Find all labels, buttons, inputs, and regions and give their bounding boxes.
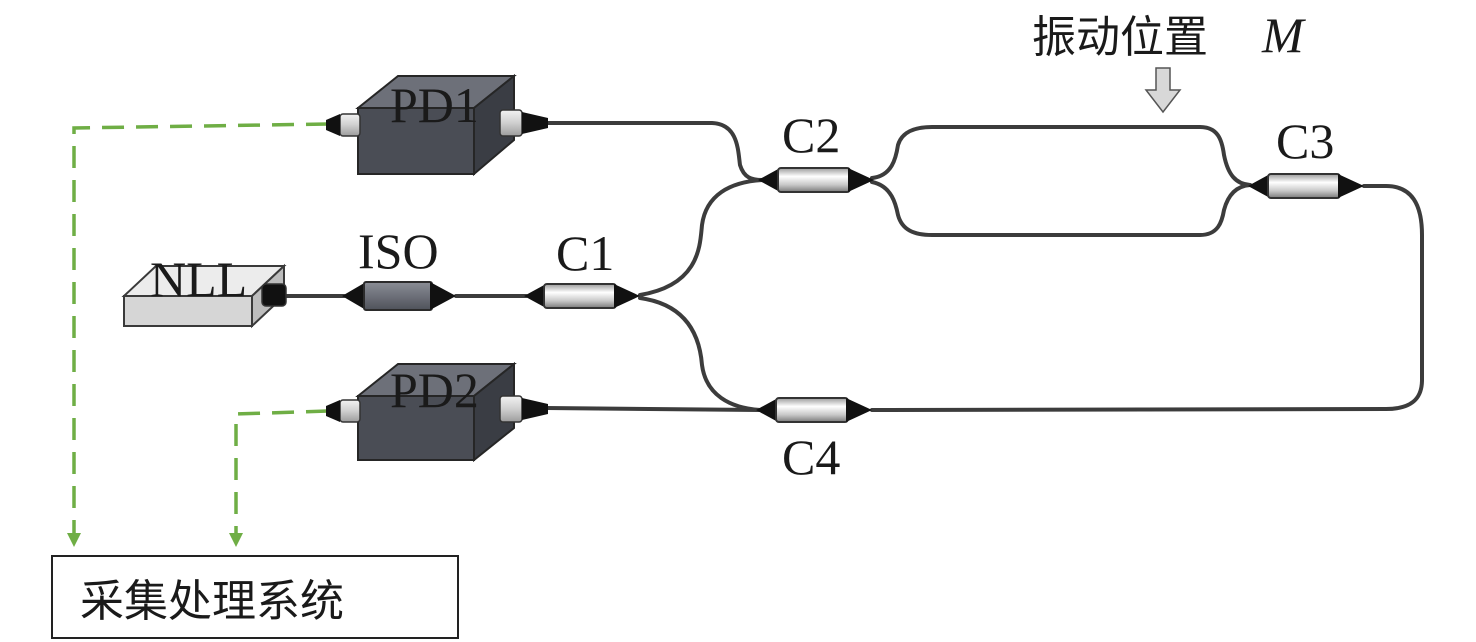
- signal-lines: [67, 122, 329, 547]
- c1-label: C1: [556, 225, 614, 281]
- vibration-label: 振动位置: [1032, 12, 1208, 63]
- pd1-label: PD1: [390, 77, 479, 133]
- fiber-c2-c3-lower: [870, 180, 1252, 237]
- fiber-pd1-c2: [544, 121, 764, 182]
- c4-label: C4: [782, 429, 840, 485]
- fiber-c2-c3-upper: [870, 125, 1252, 187]
- fiber-pd2-c4: [544, 406, 762, 412]
- coupler-c2: [758, 167, 874, 193]
- fiber-network: [284, 121, 1424, 412]
- pd2-label: PD2: [390, 362, 479, 418]
- fiber-c1-c2: [638, 178, 764, 297]
- fiber-c3-c4-loop: [870, 184, 1424, 412]
- iso-label: ISO: [358, 223, 439, 279]
- coupler-c1: [524, 283, 640, 309]
- nll-label: NLL: [150, 251, 247, 307]
- c3-label: C3: [1276, 113, 1334, 169]
- vibration-arrow-icon: [1144, 67, 1182, 114]
- coupler-c4: [756, 397, 872, 423]
- fiber-c1-c4: [638, 296, 762, 412]
- laser-nll: [121, 263, 287, 329]
- detector-pd2: [326, 361, 548, 463]
- vibration-symbol: M: [1261, 7, 1306, 63]
- coupler-c3: [1248, 173, 1364, 199]
- pd2-signal-line: [229, 409, 329, 547]
- pd1-signal-line: [67, 122, 329, 547]
- detector-pd1: [326, 73, 548, 177]
- isolator-iso: [342, 281, 456, 311]
- acquisition-system-label: 采集处理系统: [80, 576, 344, 627]
- c2-label: C2: [782, 107, 840, 163]
- acquisition-system-box: 采集处理系统: [51, 555, 459, 639]
